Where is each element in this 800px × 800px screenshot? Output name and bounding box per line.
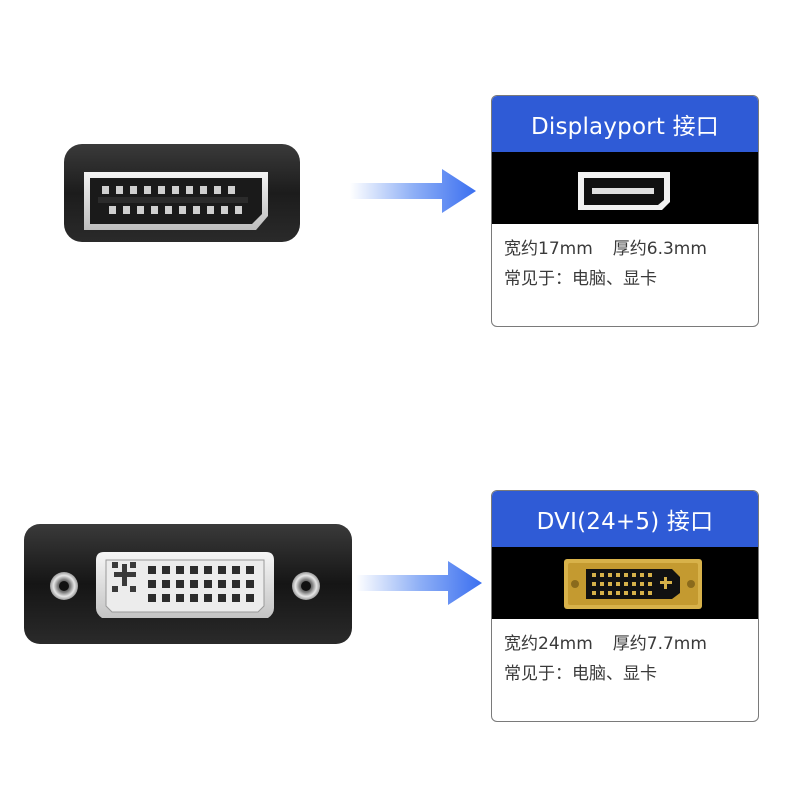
displayport-specs: 宽约17mm 厚约6.3mm 常见于：电脑、显卡 [492,224,758,294]
thickness-text: 厚约6.3mm [612,239,707,259]
displayport-info-card: Displayport 接口 宽约17mm 厚约6.3mm 常见于：电脑、显卡 [491,95,759,327]
arrow-right-icon [356,561,482,605]
usage-text: 常见于：电脑、显卡 [504,664,657,684]
dvi-info-card: DVI(24+5) 接口 [491,490,759,722]
dvi-specs: 宽约24mm 厚约7.7mm 常见于：电脑、显卡 [492,619,758,689]
dvi-connector-icon [24,524,352,644]
dvi-port-icon [564,559,702,609]
displayport-port-band [492,152,758,224]
usage-text: 常见于：电脑、显卡 [504,269,657,289]
card-title: Displayport 接口 [492,96,758,152]
thickness-text: 厚约7.7mm [612,634,707,654]
displayport-connector-icon [64,144,300,242]
arrow-right-icon [350,169,476,213]
width-text: 宽约17mm [504,239,593,259]
card-title: DVI(24+5) 接口 [492,491,758,547]
displayport-port-icon [578,172,670,210]
dvi-port-band [492,547,758,619]
width-text: 宽约24mm [504,634,593,654]
